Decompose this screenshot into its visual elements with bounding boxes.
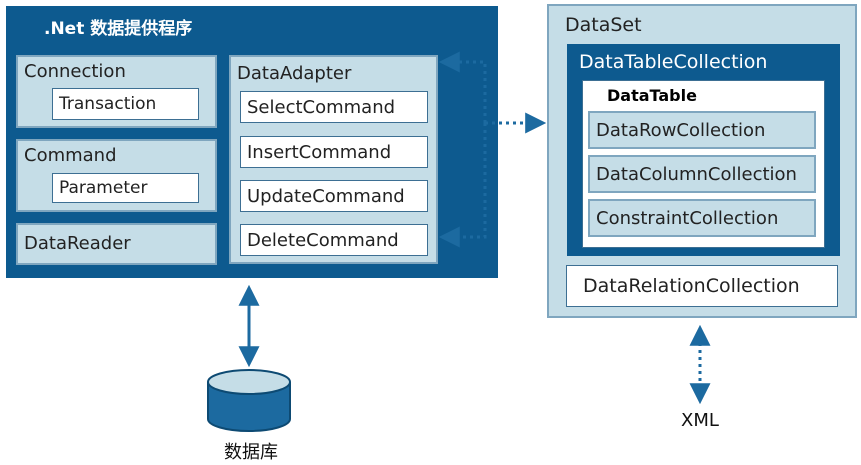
datareader-label: DataReader <box>24 233 131 254</box>
xml-label: XML <box>681 410 719 431</box>
provider-title: .Net 数据提供程序 <box>44 19 193 39</box>
database-icon <box>207 369 291 432</box>
select-dotted-arrow <box>438 51 487 123</box>
update-command-box: UpdateCommand <box>240 180 428 212</box>
datatable-label: DataTable <box>607 86 697 105</box>
select-command-box: SelectCommand <box>240 91 428 123</box>
delete-dotted-arrow <box>438 123 487 248</box>
datareader-box: DataReader <box>16 223 217 265</box>
database-label: 数据库 <box>224 442 278 463</box>
datatable-collection-label: DataTableCollection <box>579 51 768 73</box>
dataadapter-label: DataAdapter <box>237 63 352 84</box>
command-label: Command <box>24 145 117 166</box>
command-box: Command Parameter <box>16 139 217 212</box>
connection-box: Connection Transaction <box>16 55 217 128</box>
dataadapter-box: DataAdapter SelectCommand InsertCommand … <box>229 55 438 264</box>
datacolumn-collection-box: DataColumnCollection <box>588 155 816 193</box>
datatable-collection-box: DataTableCollection DataTable DataRowCol… <box>567 44 840 256</box>
transaction-box: Transaction <box>52 88 199 120</box>
dataset-label: DataSet <box>565 14 642 36</box>
datarelation-collection-box: DataRelationCollection <box>566 265 838 307</box>
datarow-collection-box: DataRowCollection <box>588 111 816 149</box>
constraint-collection-box: ConstraintCollection <box>588 199 816 237</box>
datatable-box: DataTable DataRowCollection DataColumnCo… <box>582 80 825 248</box>
connection-label: Connection <box>24 61 126 82</box>
parameter-box: Parameter <box>52 173 199 203</box>
delete-command-box: DeleteCommand <box>240 224 428 256</box>
insert-command-box: InsertCommand <box>240 136 428 168</box>
